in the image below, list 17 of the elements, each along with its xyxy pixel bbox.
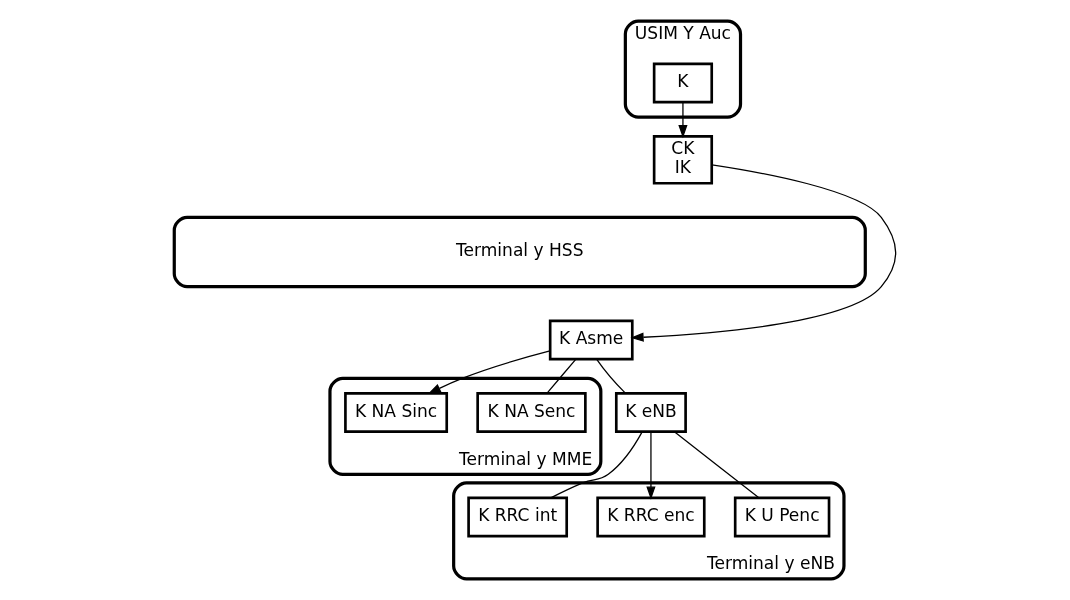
connector (673, 431, 760, 499)
node-box: K RRC enc (596, 496, 706, 538)
node-box: CK IK (652, 134, 714, 185)
node-box: K NA Senc (476, 391, 587, 434)
node-box: Terminal y HSS (172, 215, 867, 289)
arrow (427, 350, 551, 395)
connector (550, 431, 643, 499)
node-box: K RRC int (467, 496, 569, 538)
connector (596, 358, 626, 394)
arrow (646, 431, 656, 500)
arrow (630, 164, 897, 342)
node-box: K eNB (614, 391, 687, 434)
node-box: K U Penc (733, 496, 831, 538)
node-box: K (652, 62, 714, 104)
node-box: K NA Sinc (344, 391, 449, 434)
arrow (678, 101, 688, 139)
node-box: K Asme (548, 319, 634, 361)
